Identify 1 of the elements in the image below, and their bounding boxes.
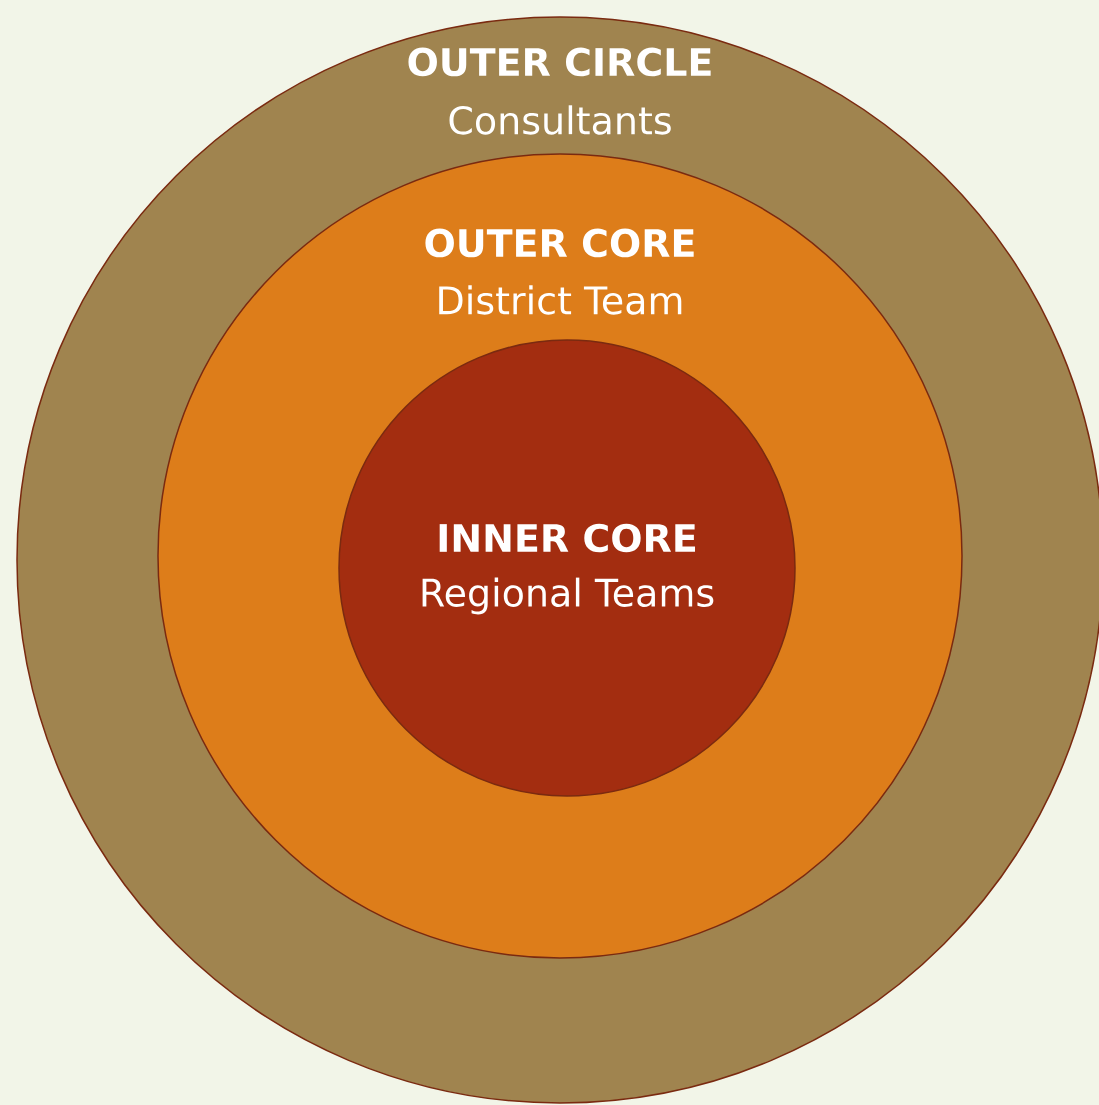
circle-region: INNER CORE Regional Teams [338,339,796,797]
